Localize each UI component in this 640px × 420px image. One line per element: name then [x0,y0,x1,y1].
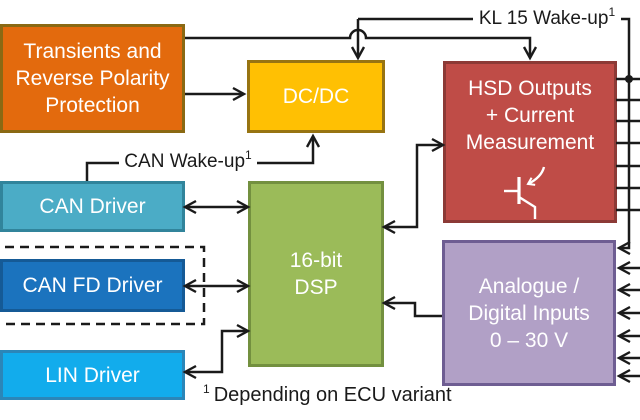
block-label: DC/DC [282,85,350,108]
block-label: CAN Driver [39,195,146,218]
block-label: Analogue / Digital Inputs 0 – 30 V [468,274,590,352]
footnote-superscript: 1 [203,382,210,397]
dashed-variant-frame [0,245,206,326]
block-dcdc-converter: DC/DC [247,60,385,133]
block-16bit-dsp: 16-bit DSP [248,181,384,367]
block-label: CAN FD Driver [22,274,163,297]
connector-dsp-hsd [381,137,446,235]
block-transients-reverse-polarity-protection: Transients and Reverse Polarity Protecti… [0,24,185,133]
transistor-icon [504,166,546,219]
block-label: HSD Outputs + Current Measurement [465,77,595,154]
connector-lin-dsp [182,323,251,380]
block-label: Transients and Reverse Polarity Protecti… [15,40,170,117]
label-superscript: 1 [608,5,616,19]
connector-analogue-to-dsp [381,295,442,318]
block-can-fd-driver: CAN FD Driver [0,259,185,312]
footnote-text: Depending on ECU variant [213,384,452,406]
label-text: CAN Wake-up [124,151,246,172]
block-can-driver: CAN Driver [0,181,185,232]
label-text: KL 15 Wake-up [478,8,609,29]
connectors [0,17,640,384]
block-analogue-digital-inputs: Analogue / Digital Inputs 0 – 30 V [442,240,616,386]
connector-kl15-wakeup [358,17,631,256]
block-label: 16-bit DSP [289,249,343,299]
block-label: LIN Driver [45,363,140,387]
block-lin-driver: LIN Driver [0,350,185,400]
label-superscript: 1 [245,148,252,162]
